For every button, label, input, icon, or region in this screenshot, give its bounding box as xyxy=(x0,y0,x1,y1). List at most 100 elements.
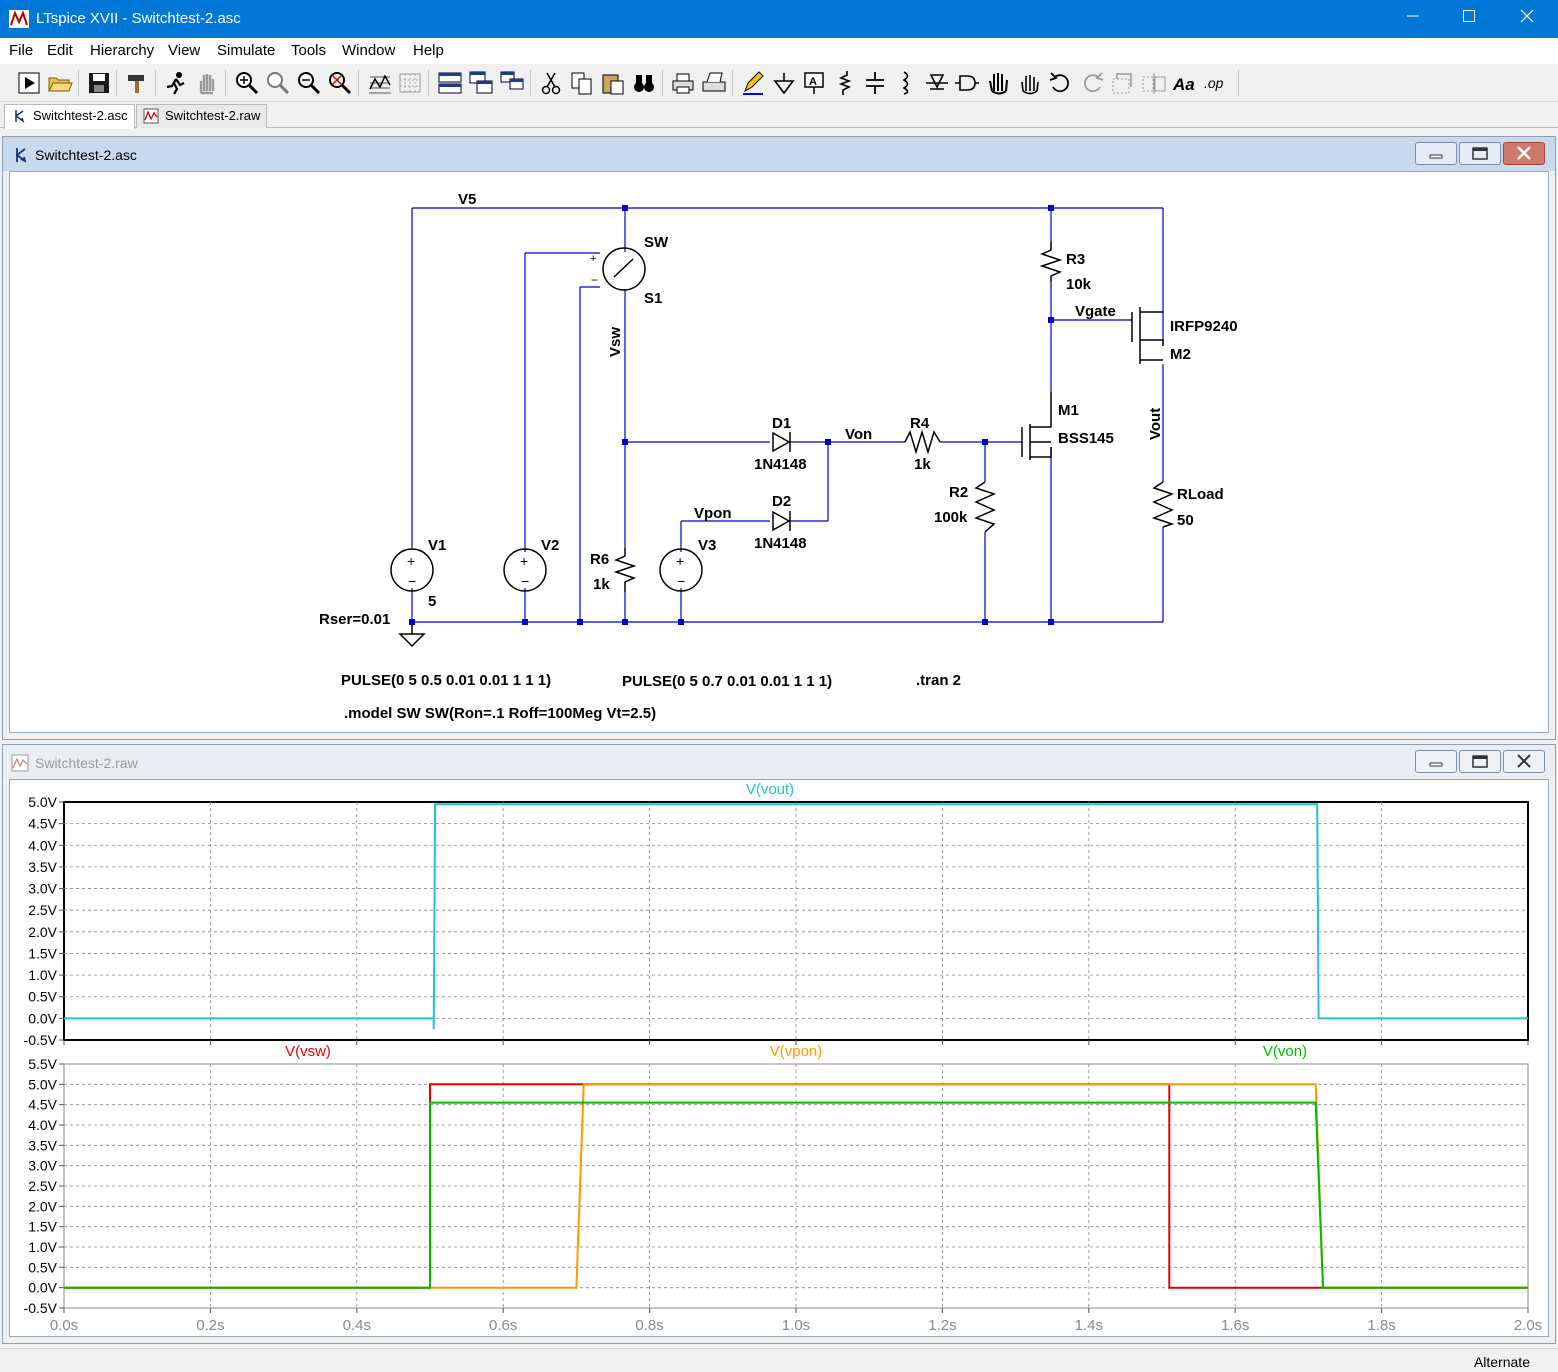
halt-button[interactable] xyxy=(193,69,221,97)
y-tick-label: 2.5V xyxy=(28,902,57,918)
minimize-icon xyxy=(1407,15,1419,17)
schematic-minimize-button[interactable] xyxy=(1415,142,1457,165)
menu-tools[interactable]: Tools xyxy=(291,42,327,59)
s1-ref-label: S1 xyxy=(644,290,662,307)
run-button[interactable] xyxy=(162,69,190,97)
v2-ref-label: V2 xyxy=(541,537,559,554)
inductor-button[interactable] xyxy=(892,69,920,97)
schematic-drawing: +− +− +− +− V5 xyxy=(319,191,1238,722)
menu-help[interactable]: Help xyxy=(413,42,444,59)
y-tick-label: 2.0V xyxy=(28,1198,57,1214)
waveform-restore-button[interactable] xyxy=(1459,750,1501,773)
label-net-icon: A xyxy=(804,72,824,94)
close-button[interactable] xyxy=(1498,0,1556,38)
pan-button[interactable] xyxy=(264,69,292,97)
label-net-button[interactable]: A xyxy=(800,69,828,97)
maximize-button[interactable] xyxy=(1440,0,1498,38)
diode-icon xyxy=(926,74,948,90)
waveform-icon xyxy=(11,754,29,772)
grid-button[interactable] xyxy=(396,69,424,97)
drag-button[interactable] xyxy=(1016,69,1044,97)
svg-text:Aa: Aa xyxy=(1172,75,1195,94)
redo-button[interactable] xyxy=(1078,69,1106,97)
restore-icon xyxy=(1472,755,1488,768)
print-button[interactable] xyxy=(669,69,697,97)
magnifier-icon xyxy=(267,72,290,95)
v1-rser-label: Rser=0.01 xyxy=(319,611,390,628)
zoom-out-icon xyxy=(298,72,321,95)
legend-label: V(vout) xyxy=(746,781,794,798)
hand-icon xyxy=(199,74,215,95)
svg-text:A: A xyxy=(809,76,817,88)
y-tick-label: 4.5V xyxy=(28,816,57,832)
labels: V5 Vsw Von Vpon Vgate Vout SW S1 R3 10k … xyxy=(319,191,1238,722)
x-tick-label: 1.2s xyxy=(928,1317,956,1334)
maximize-icon xyxy=(1463,10,1475,22)
m2-model-label: IRFP9240 xyxy=(1170,318,1238,335)
menu-edit[interactable]: Edit xyxy=(47,42,73,59)
tab-schematic[interactable]: Switchtest-2.asc xyxy=(4,104,135,129)
menu-file[interactable]: File xyxy=(9,42,34,59)
spice-directive-button[interactable]: .op xyxy=(1202,69,1230,97)
ground-button[interactable] xyxy=(770,69,798,97)
y-tick-label: 0.5V xyxy=(28,989,57,1005)
net-label-vpon: Vpon xyxy=(694,505,732,522)
r3-ref-label: R3 xyxy=(1066,251,1085,268)
menu-window[interactable]: Window xyxy=(342,42,396,59)
rotate-button[interactable] xyxy=(1109,69,1137,97)
printer-icon xyxy=(672,73,694,94)
schematic-canvas[interactable]: +− +− +− +− V5 xyxy=(9,171,1549,733)
copy-button[interactable] xyxy=(568,69,596,97)
inductor-icon xyxy=(902,71,909,95)
menu-hierarchy[interactable]: Hierarchy xyxy=(90,42,155,59)
mirror-button[interactable] xyxy=(1140,69,1168,97)
text-button[interactable]: Aa xyxy=(1171,69,1199,97)
tile-vertical-button[interactable] xyxy=(498,69,526,97)
zoom-in-button[interactable] xyxy=(233,69,261,97)
d1-ref-label: D1 xyxy=(772,415,791,432)
tile-horizontal-button[interactable] xyxy=(436,69,464,97)
autorange-button[interactable] xyxy=(366,69,394,97)
save-button[interactable] xyxy=(85,69,113,97)
component-button[interactable] xyxy=(953,69,981,97)
diode-button[interactable] xyxy=(923,69,951,97)
move-button[interactable] xyxy=(985,69,1013,97)
control-panel-button[interactable] xyxy=(123,69,151,97)
tab-waveform[interactable]: Switchtest-2.raw xyxy=(136,104,268,128)
paste-button[interactable] xyxy=(599,69,627,97)
waveform-icon xyxy=(143,108,159,124)
restore-icon xyxy=(1472,147,1488,160)
net-label-von: Von xyxy=(845,426,872,443)
runner-icon xyxy=(166,72,185,95)
minimize-button[interactable] xyxy=(1384,0,1442,38)
new-schematic-button[interactable] xyxy=(15,69,43,97)
schematic-restore-button[interactable] xyxy=(1459,142,1501,165)
y-tick-label: 1.0V xyxy=(28,967,57,983)
svg-text:−: − xyxy=(677,573,685,589)
tile-horizontal-icon xyxy=(438,72,462,94)
cut-button[interactable] xyxy=(537,69,565,97)
y-tick-label: 5.0V xyxy=(28,794,57,810)
cascade-button[interactable] xyxy=(467,69,495,97)
y-tick-label: 0.0V xyxy=(28,1010,57,1026)
resistor-button[interactable] xyxy=(831,69,859,97)
undo-button[interactable] xyxy=(1047,69,1075,97)
print-setup-button[interactable] xyxy=(700,69,728,97)
zoom-fit-button[interactable] xyxy=(326,69,354,97)
menu-simulate[interactable]: Simulate xyxy=(217,42,276,59)
waveform-minimize-button[interactable] xyxy=(1415,750,1457,773)
svg-text:+: + xyxy=(407,553,415,569)
find-button[interactable] xyxy=(630,69,658,97)
y-tick-label: -0.5V xyxy=(24,1300,58,1316)
capacitor-button[interactable] xyxy=(861,69,889,97)
r2-value-label: 100k xyxy=(934,509,968,526)
x-tick-label: 1.0s xyxy=(782,1317,810,1334)
schematic-close-button[interactable] xyxy=(1503,142,1545,165)
open-button[interactable] xyxy=(46,69,74,97)
draw-wire-button[interactable] xyxy=(739,69,767,97)
waveform-close-button[interactable] xyxy=(1503,750,1545,773)
menu-view[interactable]: View xyxy=(168,42,201,59)
title-bar: LTspice XVII - Switchtest-2.asc xyxy=(0,0,1558,38)
zoom-out-button[interactable] xyxy=(295,69,323,97)
